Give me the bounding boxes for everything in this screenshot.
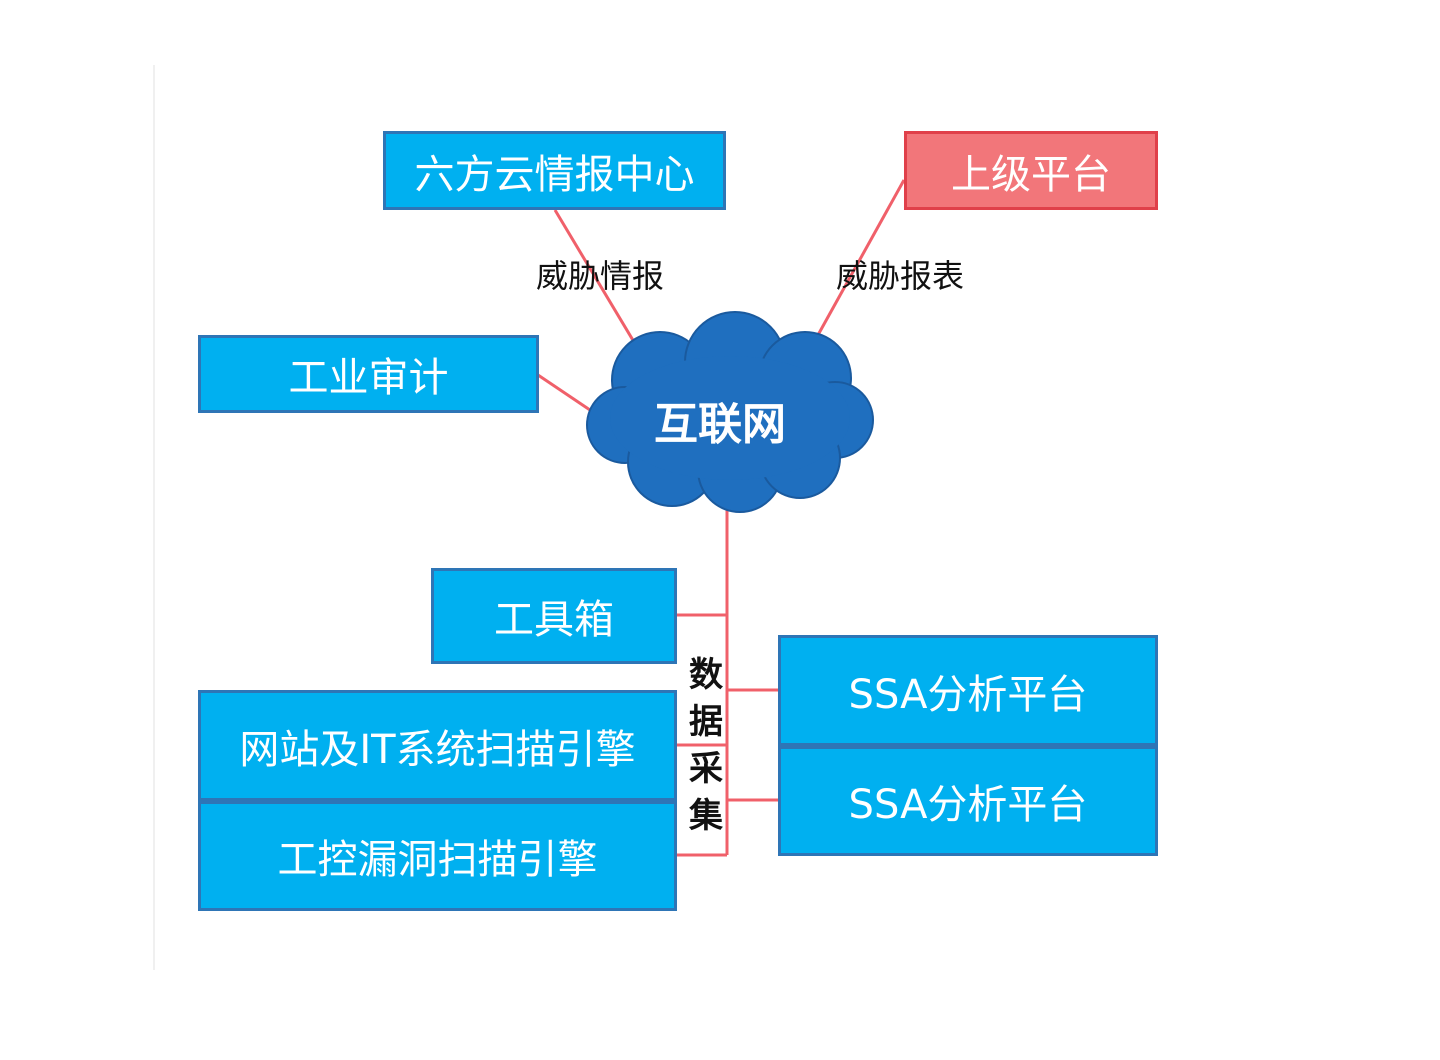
ssa-platform-2-box: SSA分析平台 <box>778 746 1158 856</box>
intel-center-box: 六方云情报中心 <box>383 131 726 210</box>
internet-cloud-icon <box>586 311 874 513</box>
web-it-scanner-label: 网站及IT系统扫描引擎 <box>239 726 636 773</box>
ics-vuln-scanner-box: 工控漏洞扫描引擎 <box>198 801 677 911</box>
ics-vuln-scanner-label: 工控漏洞扫描引擎 <box>277 837 598 883</box>
ssa-platform-1-label: SSA分析平台 <box>848 671 1088 718</box>
data-collection-char: 数 <box>689 655 723 695</box>
ssa-platform-1-box: SSA分析平台 <box>778 635 1158 746</box>
link-industrial-audit <box>537 373 591 412</box>
link-superior-platform <box>816 179 906 336</box>
left-edge-rule <box>153 65 155 970</box>
data-collection-label: 数 据 采 集 <box>686 652 726 840</box>
superior-platform-label: 上级平台 <box>951 151 1111 198</box>
data-collection-char: 集 <box>689 796 723 836</box>
toolbox-label: 工具箱 <box>494 597 614 643</box>
link-intel-center <box>553 209 642 353</box>
data-collection-char: 采 <box>689 749 723 789</box>
web-it-scanner-box: 网站及IT系统扫描引擎 <box>198 690 677 801</box>
industrial-audit-label: 工业审计 <box>288 355 449 401</box>
industrial-audit-box: 工业审计 <box>198 335 539 413</box>
internet-label: 互联网 <box>654 399 786 450</box>
ssa-platform-2-label: SSA分析平台 <box>848 782 1088 828</box>
intel-center-label: 六方云情报中心 <box>414 151 695 198</box>
threat-intel-label: 威胁情报 <box>536 257 665 295</box>
toolbox-box: 工具箱 <box>431 568 677 664</box>
data-collection-char: 据 <box>689 702 723 742</box>
superior-platform-box: 上级平台 <box>904 131 1158 210</box>
threat-report-label: 威胁报表 <box>836 257 965 295</box>
